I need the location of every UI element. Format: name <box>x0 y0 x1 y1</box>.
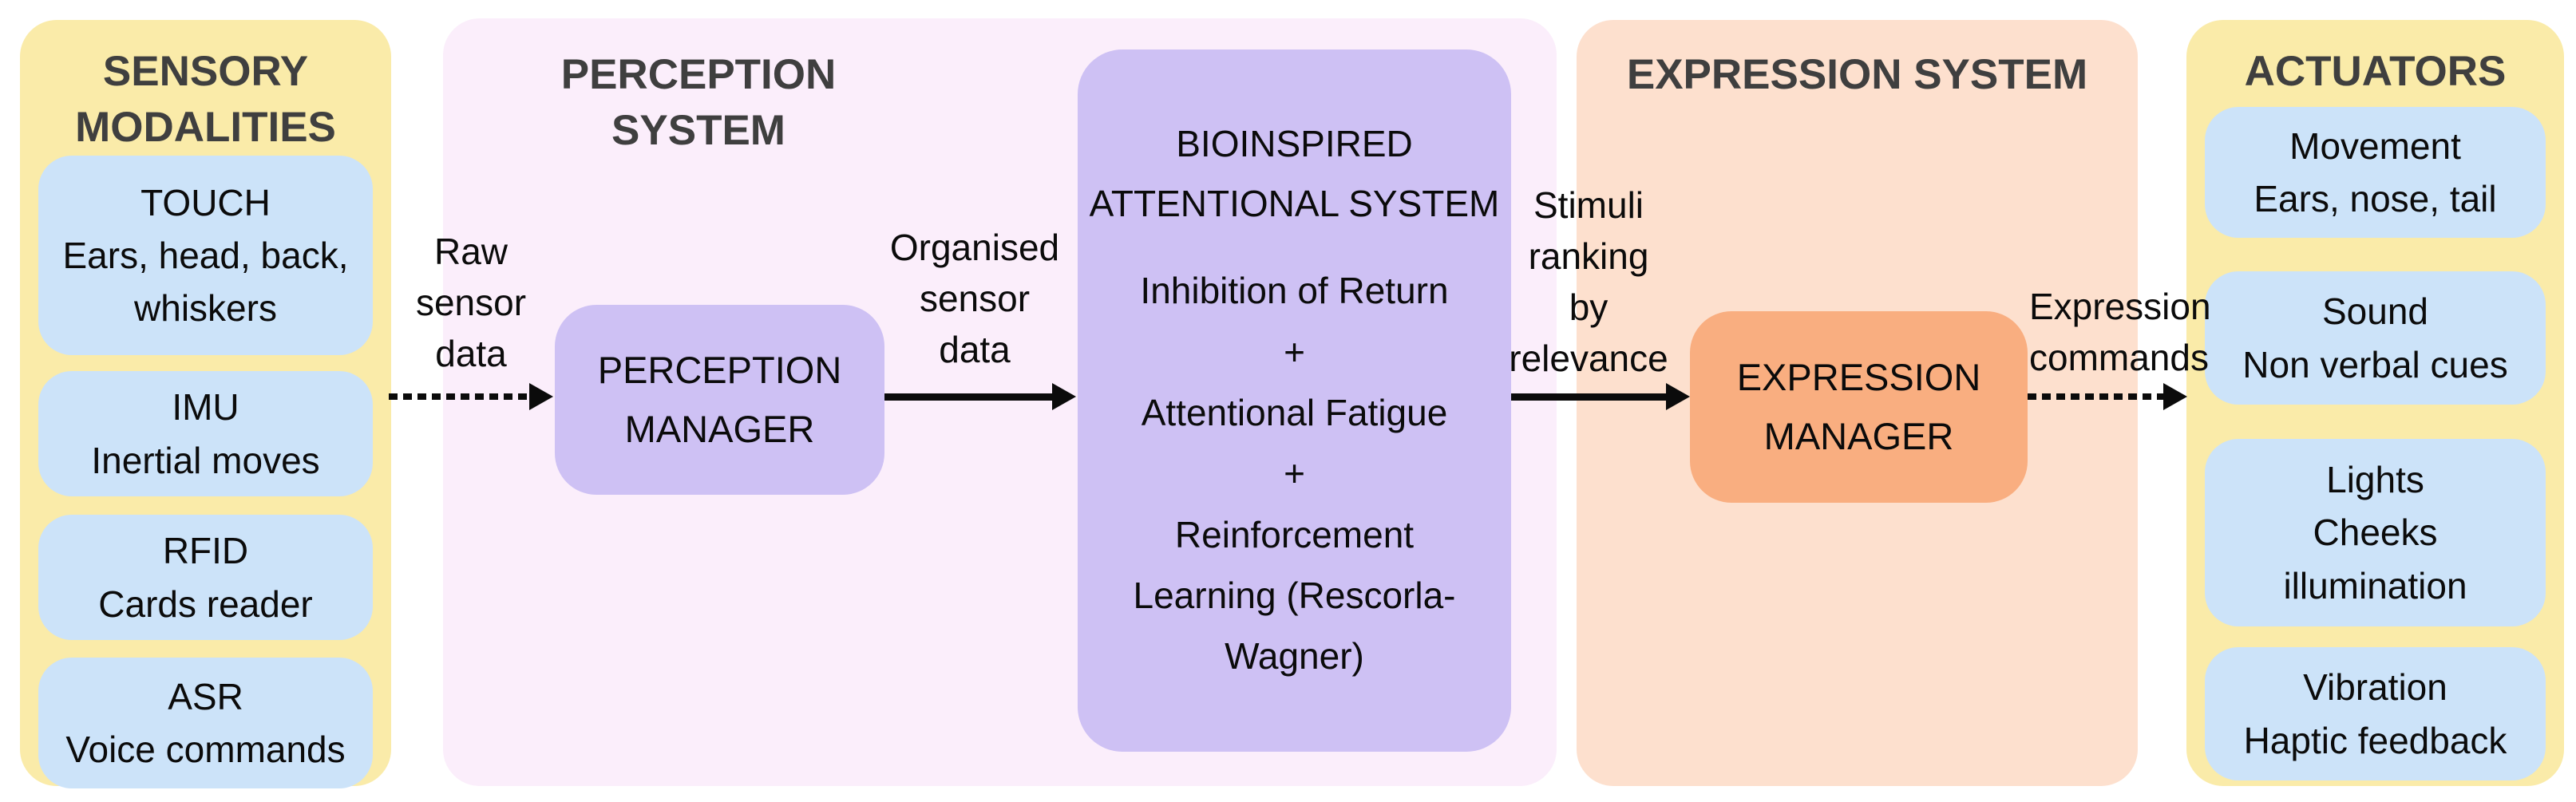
imu-box: IMU Inertial moves <box>38 371 373 496</box>
touch-box-title: TOUCH <box>140 181 271 223</box>
sensory-modalities-title: SENSORY MODALITIES <box>75 48 336 151</box>
movement-box-title: Movement <box>2289 124 2461 167</box>
touch-box: TOUCH Ears, head, back, whiskers <box>38 156 373 355</box>
expression-system-title: EXPRESSION SYSTEM <box>1626 51 2088 98</box>
stimuli-ranking-arrow <box>1511 382 1690 411</box>
expression-manager-label: EXPRESSION MANAGER <box>1736 355 1981 457</box>
sound-box-title: Sound <box>2321 290 2428 333</box>
sensory-modalities-panel: SENSORY MODALITIES TOUCH Ears, head, bac… <box>20 20 391 788</box>
rfid-box: RFID Cards reader <box>38 515 373 640</box>
organised-sensor-data-arrow-line <box>884 393 1052 401</box>
stimuli-ranking-arrowhead-icon <box>1666 383 1690 410</box>
raw-sensor-data-arrowhead-icon <box>529 383 553 410</box>
expression-manager-box: EXPRESSION MANAGER <box>1690 311 2028 503</box>
bioinspired-attentional-system-title: BIOINSPIRED ATTENTIONAL SYSTEM <box>1089 123 1500 224</box>
bioinspired-attentional-system-box: BIOINSPIRED ATTENTIONAL SYSTEM Inhibitio… <box>1078 49 1511 752</box>
asr-box: ASR Voice commands <box>38 658 373 788</box>
actuators-title: ACTUATORS <box>2244 48 2507 95</box>
attentional-mechanisms-list: Inhibition of Return + Attentional Fatig… <box>1089 260 1500 687</box>
vibration-box: Vibration Haptic feedback <box>2205 647 2546 780</box>
sound-box-subtitle: Non verbal cues <box>2242 343 2508 385</box>
perception-manager-label: PERCEPTION MANAGER <box>597 348 842 450</box>
expression-commands-arrow-line <box>2028 393 2163 400</box>
movement-box-subtitle: Ears, nose, tail <box>2254 178 2497 219</box>
expression-commands-arrow <box>2028 382 2187 411</box>
imu-box-title: IMU <box>172 386 239 429</box>
organised-sensor-data-arrow <box>884 382 1076 411</box>
lights-box: Lights Cheeks illumination <box>2205 439 2546 626</box>
asr-box-title: ASR <box>168 675 243 717</box>
attentional-item-reinforcement-learning: Reinforcement Learning (Rescorla- Wagner… <box>1133 513 1456 678</box>
imu-box-subtitle: Inertial moves <box>91 439 320 481</box>
lights-box-subtitle: Cheeks illumination <box>2283 512 2467 606</box>
perception-manager-box: PERCEPTION MANAGER <box>555 305 884 495</box>
raw-sensor-data-arrow-line <box>389 393 529 400</box>
touch-box-subtitle: Ears, head, back, whiskers <box>62 234 349 330</box>
rfid-box-title: RFID <box>162 530 249 572</box>
expression-commands-arrowhead-icon <box>2163 383 2187 410</box>
perception-system-panel: PERCEPTION SYSTEM PERCEPTION MANAGER BIO… <box>443 18 1557 786</box>
vibration-box-title: Vibration <box>2303 666 2447 709</box>
asr-box-subtitle: Voice commands <box>65 729 346 770</box>
movement-box: Movement Ears, nose, tail <box>2205 107 2546 238</box>
organised-sensor-data-label: Organised sensor data <box>889 227 1060 370</box>
attentional-item-plus-2: + <box>1284 452 1305 495</box>
perception-system-title: PERCEPTION SYSTEM <box>560 51 837 154</box>
lights-box-title: Lights <box>2326 459 2424 501</box>
raw-sensor-data-label: Raw sensor data <box>415 231 527 374</box>
attentional-item-attentional-fatigue: Attentional Fatigue <box>1141 391 1448 433</box>
organised-sensor-data-arrowhead-icon <box>1052 383 1076 410</box>
attentional-item-inhibition-of-return: Inhibition of Return <box>1140 270 1449 312</box>
vibration-box-subtitle: Haptic feedback <box>2243 719 2507 761</box>
stimuli-ranking-label: Stimuli ranking by relevance <box>1509 184 1668 379</box>
expression-commands-label: Expression commands <box>2029 286 2211 378</box>
raw-sensor-data-arrow <box>389 382 553 411</box>
stimuli-ranking-arrow-line <box>1511 393 1666 401</box>
rfid-box-subtitle: Cards reader <box>98 583 313 625</box>
sound-box: Sound Non verbal cues <box>2205 271 2546 405</box>
attentional-item-plus-1: + <box>1284 330 1305 373</box>
actuators-panel: ACTUATORS Movement Ears, nose, tail Soun… <box>2186 20 2564 786</box>
